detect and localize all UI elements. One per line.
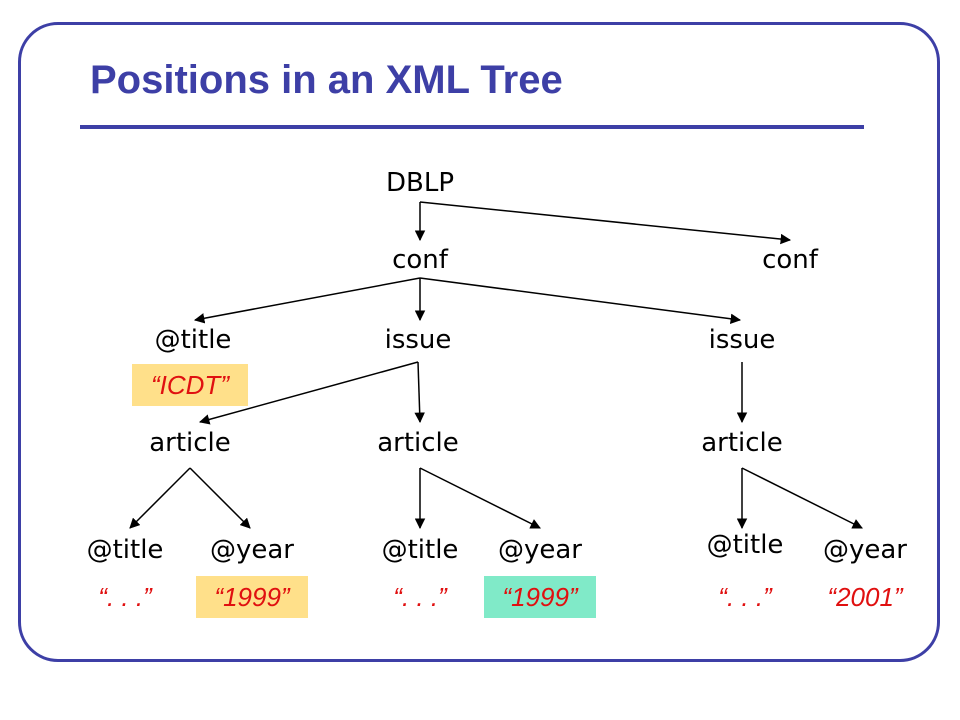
edge-conf1-title <box>193 277 421 324</box>
node-conf-title-attr: @title <box>154 325 232 355</box>
edge-issue1-article1 <box>198 361 419 425</box>
node-article3-title: @title <box>706 530 784 560</box>
edge-conf1-issue2 <box>419 277 742 324</box>
edge-issue1-article2 <box>414 361 425 424</box>
node-article-2: article <box>377 428 459 458</box>
node-article-3: article <box>701 428 783 458</box>
value-article1-year: “1999” <box>196 576 308 618</box>
node-issue-1: issue <box>384 325 452 355</box>
edge-dblp-conf2 <box>419 201 792 245</box>
value-article1-title: “. . .” <box>98 582 152 612</box>
value-article3-title: “. . .” <box>718 582 772 612</box>
edge-article1-title <box>129 467 191 529</box>
node-issue-2: issue <box>708 325 776 355</box>
node-article3-year: @year <box>822 535 908 565</box>
node-article1-title: @title <box>86 535 164 565</box>
node-conf-2: conf <box>762 245 818 275</box>
edge-article1-year <box>189 467 251 529</box>
value-article3-year: “2001” <box>827 582 903 612</box>
node-article2-title: @title <box>381 535 459 565</box>
edge-article3-year <box>741 467 863 529</box>
node-conf-1: conf <box>392 245 448 275</box>
node-dblp: DBLP <box>385 168 455 198</box>
value-icdt: “ICDT” <box>132 364 248 406</box>
edge-article2-year <box>419 467 541 529</box>
title-underline <box>80 125 864 129</box>
node-article1-year: @year <box>209 535 295 565</box>
value-article2-year: “1999” <box>484 576 596 618</box>
slide-frame <box>18 22 940 662</box>
slide-title: Positions in an XML Tree <box>90 58 563 102</box>
value-article2-title: “. . .” <box>393 582 447 612</box>
node-article2-year: @year <box>497 535 583 565</box>
node-article-1: article <box>149 428 231 458</box>
